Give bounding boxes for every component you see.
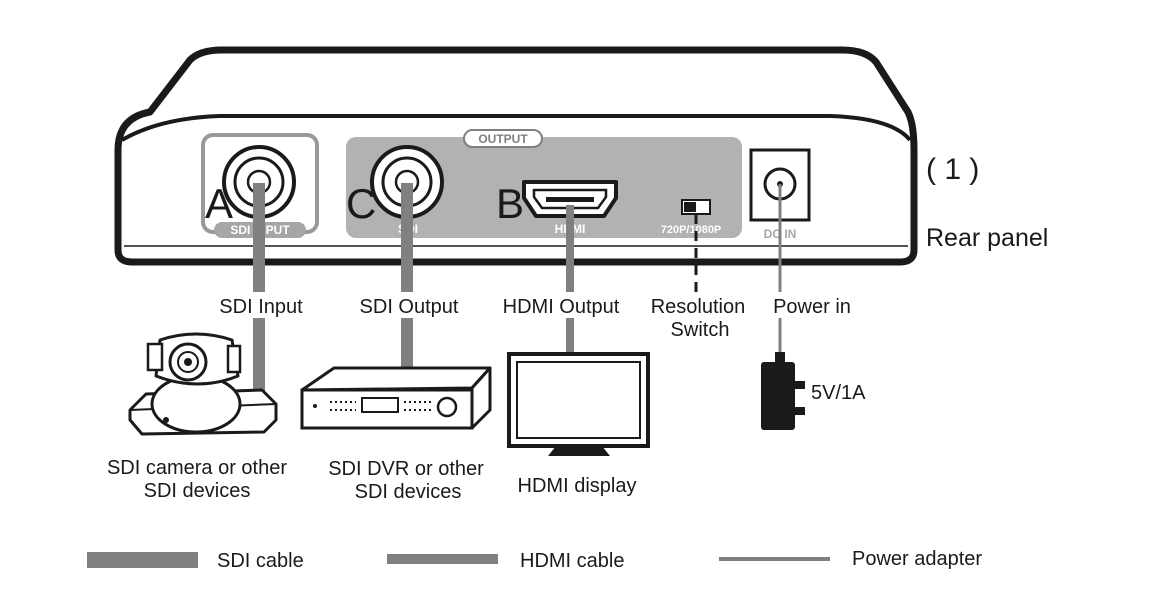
camera-label-line1: SDI camera or other bbox=[107, 457, 287, 479]
figure-number: ( 1 ) bbox=[926, 153, 979, 186]
connection-labels: SDI Input SDI Output HDMI Output Resolut… bbox=[213, 292, 858, 342]
hdmi-connector-icon bbox=[522, 180, 618, 218]
legend-hdmi-cable-label: HDMI cable bbox=[520, 550, 624, 572]
legend-sdi-cable-label: SDI cable bbox=[217, 550, 304, 572]
hdmi-display-icon bbox=[507, 352, 650, 456]
display-label: HDMI display bbox=[518, 475, 637, 497]
sdi-input-label: SDI Input bbox=[219, 296, 303, 318]
power-in-label: Power in bbox=[773, 296, 851, 318]
power-adapter-icon bbox=[761, 352, 805, 430]
hdmi-cable-swatch bbox=[387, 554, 498, 564]
panel-caption: Rear panel bbox=[926, 224, 1048, 252]
resolution-port-label: 720P/1080P bbox=[661, 224, 722, 236]
sdi-dvr-icon bbox=[300, 366, 492, 430]
adapter-rating-label: 5V/1A bbox=[811, 382, 866, 404]
port-letter-c: C bbox=[346, 180, 376, 227]
legend: SDI cable HDMI cable Power adapter bbox=[87, 548, 982, 572]
sdi-cable-swatch bbox=[87, 552, 198, 568]
resolution-switch-label-line2: Switch bbox=[671, 319, 730, 341]
resolution-switch-label-line1: Resolution bbox=[651, 296, 746, 318]
dvr-label-line1: SDI DVR or other bbox=[328, 458, 484, 480]
sdi-output-label: SDI Output bbox=[360, 296, 459, 318]
camera-label-line2: SDI devices bbox=[144, 480, 251, 502]
port-letter-a: A bbox=[205, 180, 233, 227]
dvr-label-line2: SDI devices bbox=[355, 481, 462, 503]
port-letter-b: B bbox=[496, 180, 524, 227]
sdi-camera-icon bbox=[128, 332, 278, 436]
legend-power-adapter-label: Power adapter bbox=[852, 548, 982, 570]
resolution-switch-icon bbox=[681, 199, 711, 215]
hdmi-output-label: HDMI Output bbox=[503, 296, 620, 318]
power-adapter-swatch bbox=[719, 557, 830, 561]
output-badge: OUTPUT bbox=[478, 132, 528, 146]
